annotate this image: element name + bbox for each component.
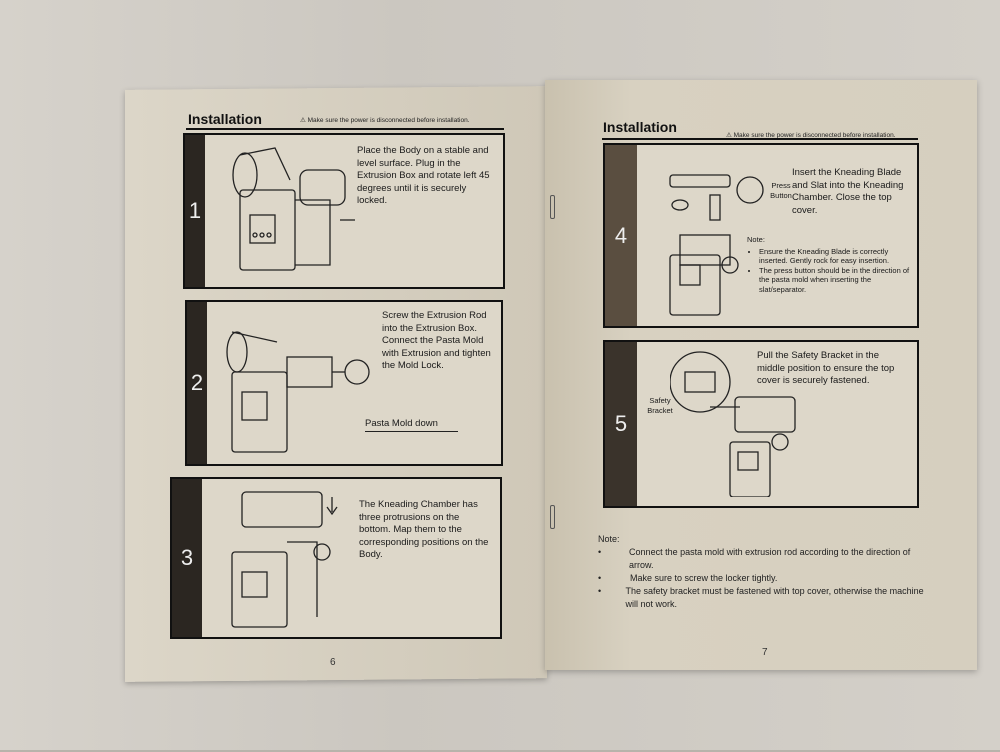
note-title: Note:	[747, 235, 765, 244]
machine-illustration	[231, 491, 338, 628]
step-5-text: Pull the Safety Bracket in the middle po…	[757, 350, 895, 386]
step-number: 3	[172, 479, 202, 637]
step-4-text: Insert the Kneading Blade and Slat into …	[792, 167, 904, 216]
step-number: 2	[187, 302, 207, 464]
machine-illustration	[226, 331, 370, 453]
page-title: Installation	[603, 119, 677, 135]
note-item: Connect the pasta mold with extrusion ro…	[629, 547, 911, 570]
step-3-text: The Kneading Chamber has three protrusio…	[359, 499, 489, 560]
step-4-panel: 4 Press Button Insert the Kneading Blade…	[603, 143, 919, 328]
note-title: Note:	[598, 534, 620, 544]
step-5-panel: 5 Safety Bracket Pull the Safety Bracket…	[603, 340, 919, 508]
staple	[550, 195, 555, 219]
step-1-panel: 1 Place the Body on a stable and level s…	[183, 133, 505, 289]
note-item: Make sure to screw the locker tightly.	[630, 573, 778, 583]
power-warning: ⚠ Make sure the power is disconnected be…	[726, 132, 896, 139]
machine-illustration	[670, 351, 796, 497]
pasta-mold-label: Pasta Mold down	[365, 418, 458, 432]
step-2-panel: 2 Screw the Extrusion Rod into the Extru…	[185, 300, 503, 466]
machine-illustration	[232, 147, 355, 271]
step-3-panel: 3 The Kneading Chamber has three protrus…	[170, 477, 502, 639]
step-2-text: Screw the Extrusion Rod into the Extrusi…	[382, 310, 491, 371]
step-1-text: Place the Body on a stable and level sur…	[357, 145, 490, 206]
divider	[186, 128, 504, 130]
step-number: 1	[185, 135, 205, 287]
step-number: 4	[605, 145, 637, 326]
note-item: The safety bracket must be fastened with…	[625, 586, 924, 609]
page-title: Installation	[188, 111, 262, 127]
note-item: Ensure the Kneading Blade is correctly i…	[759, 247, 912, 266]
page-number: 6	[330, 657, 336, 668]
divider	[602, 138, 918, 140]
step-4-note: Note: Ensure the Kneading Blade is corre…	[747, 235, 912, 294]
press-button-label: Press Button	[770, 181, 792, 200]
page-number: 7	[762, 647, 768, 658]
note-item: The press button should be in the direct…	[759, 266, 912, 295]
machine-illustration	[669, 174, 764, 316]
power-warning: ⚠ Make sure the power is disconnected be…	[300, 117, 470, 124]
step-number: 5	[605, 342, 637, 506]
safety-bracket-label: Safety Bracket	[647, 396, 673, 415]
bottom-note: Note: •Connect the pasta mold with extru…	[598, 533, 928, 611]
staple	[550, 505, 555, 529]
